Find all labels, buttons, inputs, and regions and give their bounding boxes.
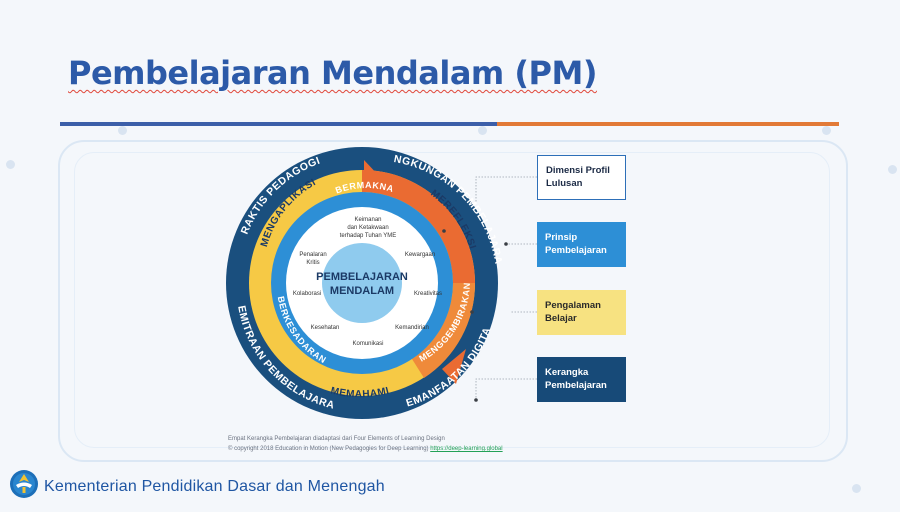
caption-line2: © copyright 2018 Education in Motion (Ne… xyxy=(228,446,503,452)
arrow-head-right xyxy=(442,349,466,384)
decorative-dot xyxy=(852,484,861,493)
caption-link[interactable]: https://deep-learning.global xyxy=(430,446,503,452)
dimension-kreativitas: Kreativitas xyxy=(414,291,442,297)
decorative-dot xyxy=(118,126,127,135)
dimension-keimanan-2: dan Ketakwaan xyxy=(347,225,388,231)
dimension-kewargaan: Kewargaan xyxy=(405,252,435,258)
decorative-frame-inner xyxy=(74,152,830,448)
center-label-line2: MENDALAM xyxy=(330,285,394,297)
dimension-komunikasi: Komunikasi xyxy=(352,341,383,347)
legend-box-pengalaman-belajar: Pengalaman Belajar xyxy=(537,290,626,335)
legend-pengalaman-line1: Pengalaman xyxy=(545,300,601,311)
legend-prinsip-line1: Prinsip xyxy=(545,232,578,243)
legend-box-kerangka-pembelajaran: Kerangka Pembelajaran xyxy=(537,357,626,402)
dimension-keimanan-1: Keimanan xyxy=(354,217,381,223)
legend-pengalaman-line2: Belajar xyxy=(545,313,577,324)
legend-dimensi-line1: Dimensi Profil xyxy=(546,165,610,176)
connector-dot xyxy=(470,310,474,314)
title-rule-orange xyxy=(497,122,839,126)
caption-copyright: © copyright 2018 Education in Motion (Ne… xyxy=(228,446,429,452)
arrow-head-top xyxy=(364,160,380,194)
dimension-kesehatan: Kesehatan xyxy=(311,325,340,331)
dimension-keimanan-3: terhadap Tuhan YME xyxy=(340,233,397,239)
legend-kerangka-line1: Kerangka xyxy=(545,367,589,378)
decorative-dot xyxy=(6,160,15,169)
decorative-dot xyxy=(888,165,897,174)
decorative-dot xyxy=(478,126,487,135)
footer-ministry-name: Kementerian Pendidikan Dasar dan Menenga… xyxy=(44,478,385,495)
dimension-penalaran-2: Kritis xyxy=(306,260,319,266)
connector-kerangka xyxy=(475,378,537,400)
dimension-penalaran-1: Penalaran xyxy=(299,252,326,258)
legend-kerangka-line2: Pembelajaran xyxy=(545,380,607,391)
title-rule-blue xyxy=(60,122,497,126)
legend-box-dimensi-profil-lulusan: Dimensi Profil Lulusan xyxy=(537,155,626,200)
decorative-frame-outer xyxy=(58,140,848,462)
connector-dot xyxy=(442,229,446,233)
connector-dimensi xyxy=(475,176,537,203)
caption-line1: Empat Kerangka Pembelajaran diadaptasi d… xyxy=(228,436,445,442)
connector-dot xyxy=(504,242,508,246)
slide-title: Pembelajaran Mendalam (PM) xyxy=(68,54,597,92)
ring-label-memahami: MEMAHAMI xyxy=(329,385,390,400)
legend-box-prinsip-pembelajaran: Prinsip Pembelajaran xyxy=(537,222,626,267)
legend-dimensi-line2: Lulusan xyxy=(546,178,583,189)
center-circle xyxy=(322,243,402,323)
connector-dot xyxy=(474,398,478,402)
dimension-kemandirian: Kemandirian xyxy=(395,325,429,331)
legend-prinsip-line2: Pembelajaran xyxy=(545,245,607,256)
dimension-kolaborasi: Kolaborasi xyxy=(293,291,321,297)
center-label-line1: PEMBELAJARAN xyxy=(316,271,408,283)
tut-wuri-handayani-logo-icon xyxy=(10,470,38,498)
experience-ring-orange-tail xyxy=(412,283,476,378)
decorative-dot xyxy=(822,126,831,135)
